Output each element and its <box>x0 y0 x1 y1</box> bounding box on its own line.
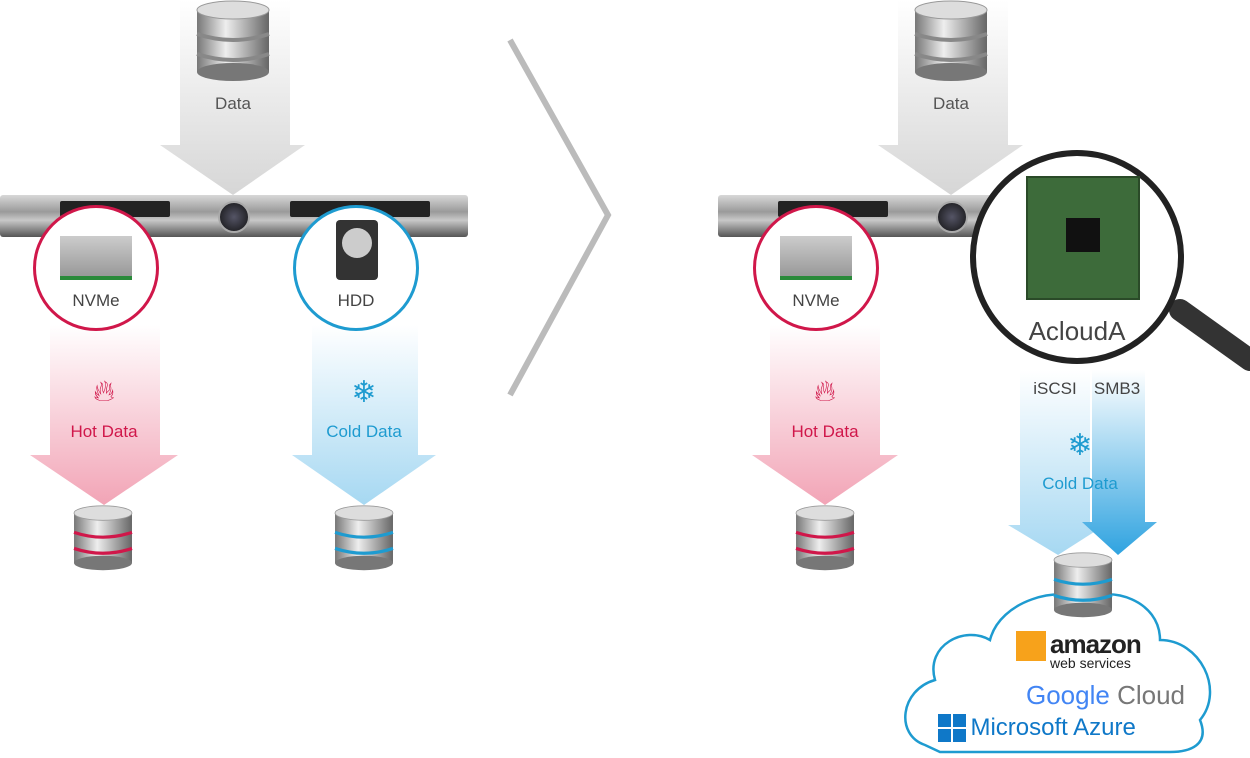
aws-cubes-icon <box>1016 631 1046 661</box>
hdd-circle: HDD <box>293 205 419 331</box>
cold-arrow-left <box>292 325 436 505</box>
flame-icon: 🔥︎ <box>813 375 837 408</box>
snowflake-icon: ❄︎ <box>351 376 377 409</box>
hot-arrow-left <box>30 325 178 505</box>
nvme-circle-left: NVMe <box>33 205 159 331</box>
nvme-circle-right: NVMe <box>753 205 879 331</box>
hot-database-icon-left <box>72 505 134 571</box>
google-text: Google <box>1026 680 1110 710</box>
magnifier-lens: AcloudA <box>970 150 1184 364</box>
windows-icon <box>938 714 966 742</box>
nvme-label: NVMe <box>72 291 120 310</box>
hot-database-icon-right <box>794 505 856 571</box>
hdd-icon <box>336 220 378 280</box>
nvme-card-icon <box>780 236 852 280</box>
snowflake-icon: ❄︎ <box>1067 429 1093 462</box>
google-cloud-logo: Google Cloud <box>1026 680 1185 711</box>
cloud-text: Cloud <box>1117 680 1186 710</box>
database-icon-left-source <box>195 0 271 82</box>
nvme-card-icon <box>60 236 132 280</box>
data-label-left: Data <box>215 94 251 113</box>
azure-logo: Microsoft Azure <box>938 714 1136 742</box>
cold-data-label-right: Cold Data <box>1042 474 1118 493</box>
hdd-label: HDD <box>337 291 375 310</box>
magnifier-handle <box>1169 299 1250 371</box>
smb3-label: SMB3 <box>1093 379 1141 398</box>
azure-text: Microsoft Azure <box>970 714 1136 741</box>
database-icon-right-source <box>913 0 989 82</box>
cold-database-icon-left <box>333 505 395 571</box>
iscsi-label: iSCSI <box>1033 379 1077 398</box>
hot-arrow-right <box>752 325 898 505</box>
aws-subtext: web services <box>1050 655 1131 671</box>
cloud-database-icon <box>1052 552 1114 618</box>
hot-data-label-left: Hot Data <box>70 422 138 441</box>
hot-data-label-right: Hot Data <box>791 422 859 441</box>
acloud-board-icon <box>1026 176 1140 300</box>
iscsi-arrow <box>1008 370 1105 555</box>
flame-icon: 🔥︎ <box>92 375 116 408</box>
chevron-divider <box>507 38 612 397</box>
cold-data-label-left: Cold Data <box>326 422 402 441</box>
data-label-right: Data <box>933 94 969 113</box>
acloud-label: AcloudA <box>1028 316 1126 346</box>
smb-arrow <box>1082 370 1157 555</box>
nvme-label: NVMe <box>792 291 840 310</box>
aws-text: amazon <box>1050 629 1142 659</box>
